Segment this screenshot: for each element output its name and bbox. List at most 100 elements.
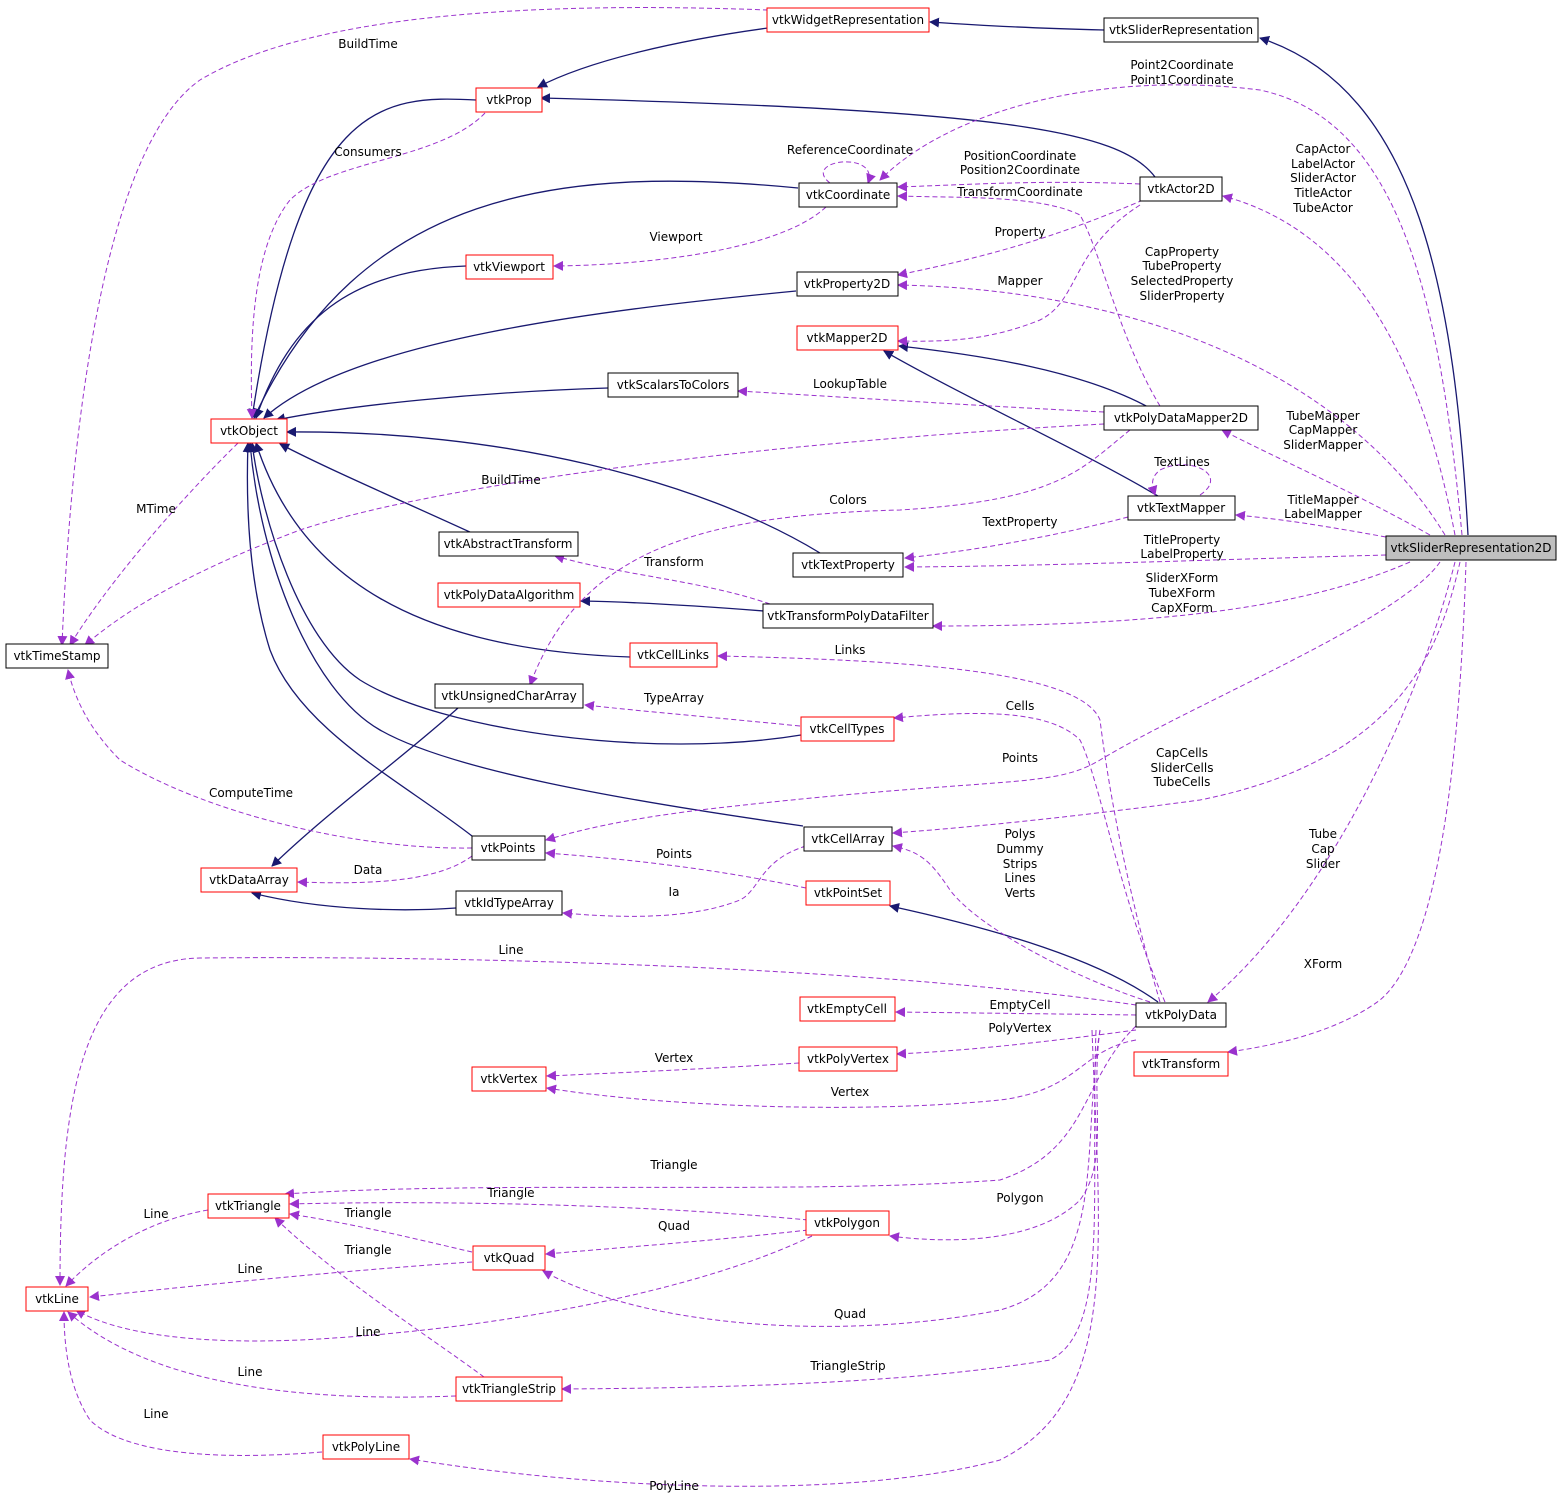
label-polygon: Polygon <box>996 1191 1043 1205</box>
edge-sliderrep2d-mappers <box>1221 429 1431 536</box>
edge-polydata-cells <box>893 712 1166 1003</box>
edge-points-to-object <box>242 442 473 837</box>
label-transformcoordinate: TransformCoordinate <box>956 185 1082 199</box>
edge-polydata-triangle <box>284 1025 1137 1199</box>
edge-points-computetime <box>65 669 473 849</box>
node-vtkpolydatamapper2d[interactable]: vtkPolyDataMapper2D <box>1103 405 1259 431</box>
edge-quad-triangle <box>289 1210 473 1253</box>
label-capmapper: CapMapper <box>1289 423 1358 437</box>
node-vtkmapper2d[interactable]: vtkMapper2D <box>796 325 899 351</box>
edge-celltypes-to-object <box>248 442 802 745</box>
label-triangle-3: Triangle <box>343 1206 391 1220</box>
label-sliderproperty: SliderProperty <box>1140 289 1225 303</box>
edge-polydata-polyline <box>409 1029 1099 1487</box>
node-vtktransform-label: vtkTransform <box>1142 1057 1220 1071</box>
node-vtkcelllinks-label: vtkCellLinks <box>637 648 709 662</box>
node-vtkcellarray[interactable]: vtkCellArray <box>803 826 893 852</box>
node-vtkdataarray[interactable]: vtkDataArray <box>200 867 298 893</box>
node-vtkslider-representation[interactable]: vtkSliderRepresentation <box>1103 17 1259 43</box>
label-line-top: Line <box>498 943 523 957</box>
label-titlemapper: TitleMapper <box>1287 493 1359 507</box>
edge-textmapper-textlines <box>1147 464 1212 496</box>
label-mtime: MTime <box>136 502 176 516</box>
edge-polydatamapper2d-colors <box>528 429 1131 686</box>
node-vtksliderrepresentation2d[interactable]: vtkSliderRepresentation2D <box>1385 535 1557 561</box>
node-vtktriangle[interactable]: vtkTriangle <box>207 1193 290 1219</box>
edge-labels: BuildTime Consumers Point2Coordinate Poi… <box>136 37 1363 1493</box>
node-vtkpolygon-label: vtkPolygon <box>814 1216 880 1230</box>
label-slider: Slider <box>1306 857 1340 871</box>
node-vtkactor2d[interactable]: vtkActor2D <box>1139 176 1223 202</box>
label-titleproperty: TitleProperty <box>1143 533 1221 547</box>
usage-edges <box>55 7 1467 1487</box>
node-vtkidtypearray[interactable]: vtkIdTypeArray <box>455 890 563 916</box>
node-vtktimestamp[interactable]: vtkTimeStamp <box>5 643 109 669</box>
node-vtkprop[interactable]: vtkProp <box>475 87 543 113</box>
node-vtkpolygon[interactable]: vtkPolygon <box>805 1210 890 1236</box>
label-transform: Transform <box>643 555 704 569</box>
edge-polygon-triangle <box>289 1198 809 1221</box>
node-vtkcelllinks[interactable]: vtkCellLinks <box>629 642 718 668</box>
label-cells: Cells <box>1006 699 1035 713</box>
label-capcells: CapCells <box>1156 746 1208 760</box>
node-vtktextproperty[interactable]: vtkTextProperty <box>792 552 904 578</box>
node-vtkpolydataalgorithm[interactable]: vtkPolyDataAlgorithm <box>437 582 581 608</box>
node-vtkpolyvertex[interactable]: vtkPolyVertex <box>798 1046 898 1072</box>
edge-polydata-quad <box>542 1029 1101 1327</box>
edge-polydata-links <box>717 651 1161 1003</box>
label-cap: Cap <box>1311 842 1334 856</box>
node-vtkpoints[interactable]: vtkPoints <box>471 835 546 861</box>
label-position2coordinate: Position2Coordinate <box>960 163 1080 177</box>
node-vtkquad[interactable]: vtkQuad <box>472 1245 546 1271</box>
edge-polydata-emptycell <box>895 1007 1137 1018</box>
edge-trianglestrip-triangle <box>274 1217 485 1378</box>
edge-sliderrep2d-textmappers <box>1235 510 1387 538</box>
edge-coordinate-to-object <box>253 180 799 419</box>
node-vtkcelltypes-label: vtkCellTypes <box>810 722 885 736</box>
edge-textmapper-textproperty <box>904 516 1129 563</box>
edge-sliderrep2d-cellsets <box>892 561 1461 838</box>
label-computetime: ComputeTime <box>209 786 293 800</box>
label-buildtime-2: BuildTime <box>481 473 541 487</box>
node-vtkpolydata[interactable]: vtkPolyData <box>1135 1002 1227 1028</box>
node-vtktransform[interactable]: vtkTransform <box>1133 1051 1229 1077</box>
label-tubeactor: TubeActor <box>1292 201 1353 215</box>
node-vtktrianglestrip-label: vtkTriangleStrip <box>462 1382 556 1396</box>
node-vtkproperty2d[interactable]: vtkProperty2D <box>796 271 899 297</box>
node-vtktrianglestrip[interactable]: vtkTriangleStrip <box>455 1376 563 1402</box>
edge-polydatamapper2d-lookuptable <box>737 386 1105 413</box>
label-line-polyline: Line <box>143 1407 168 1421</box>
edge-polydata-polyvertex <box>896 1029 1137 1059</box>
node-vtkpolyline[interactable]: vtkPolyLine <box>322 1434 410 1460</box>
node-vtkline[interactable]: vtkLine <box>25 1286 89 1312</box>
node-vtkabstracttransform[interactable]: vtkAbstractTransform <box>438 531 579 557</box>
node-vtktextmapper[interactable]: vtkTextMapper <box>1127 495 1236 521</box>
node-vtkquad-label: vtkQuad <box>484 1251 535 1265</box>
node-vtktransformpolydatafilter[interactable]: vtkTransformPolyDataFilter <box>762 603 934 629</box>
edge-cellarray-to-object <box>245 442 804 827</box>
node-vtkwidgetrepresentation[interactable]: vtkWidgetRepresentation <box>766 7 930 33</box>
label-labelproperty: LabelProperty <box>1140 547 1223 561</box>
edge-sliderrep2d-properties <box>897 280 1446 536</box>
node-vtksliderrepresentation2d-label: vtkSliderRepresentation2D <box>1391 541 1552 555</box>
label-points-1: Points <box>1002 751 1038 765</box>
label-triangle-1: Triangle <box>649 1158 697 1172</box>
label-verts: Verts <box>1005 886 1036 900</box>
label-tubexform: TubeXForm <box>1148 586 1216 600</box>
node-vtkcoordinate[interactable]: vtkCoordinate <box>798 182 898 208</box>
edge-sliderrep2d-xform <box>1227 561 1467 1056</box>
node-vtkunsignedchararray[interactable]: vtkUnsignedCharArray <box>434 683 584 709</box>
label-vertex-2: Vertex <box>831 1085 870 1099</box>
edge-triangle-line <box>65 1209 209 1287</box>
node-vtkcelltypes[interactable]: vtkCellTypes <box>800 716 895 742</box>
label-positioncoordinate: PositionCoordinate <box>964 149 1077 163</box>
node-vtkemptycell[interactable]: vtkEmptyCell <box>799 996 896 1022</box>
label-strips: Strips <box>1003 857 1037 871</box>
node-vtkviewport[interactable]: vtkViewport <box>465 254 554 280</box>
node-vtkscalarstocolors[interactable]: vtkScalarsToColors <box>607 372 739 398</box>
node-vtkvertex[interactable]: vtkVertex <box>471 1066 547 1092</box>
node-vtkpointset[interactable]: vtkPointSet <box>805 880 891 906</box>
node-vtkobject[interactable]: vtkObject <box>210 418 288 444</box>
node-vtkactor2d-label: vtkActor2D <box>1147 182 1214 196</box>
